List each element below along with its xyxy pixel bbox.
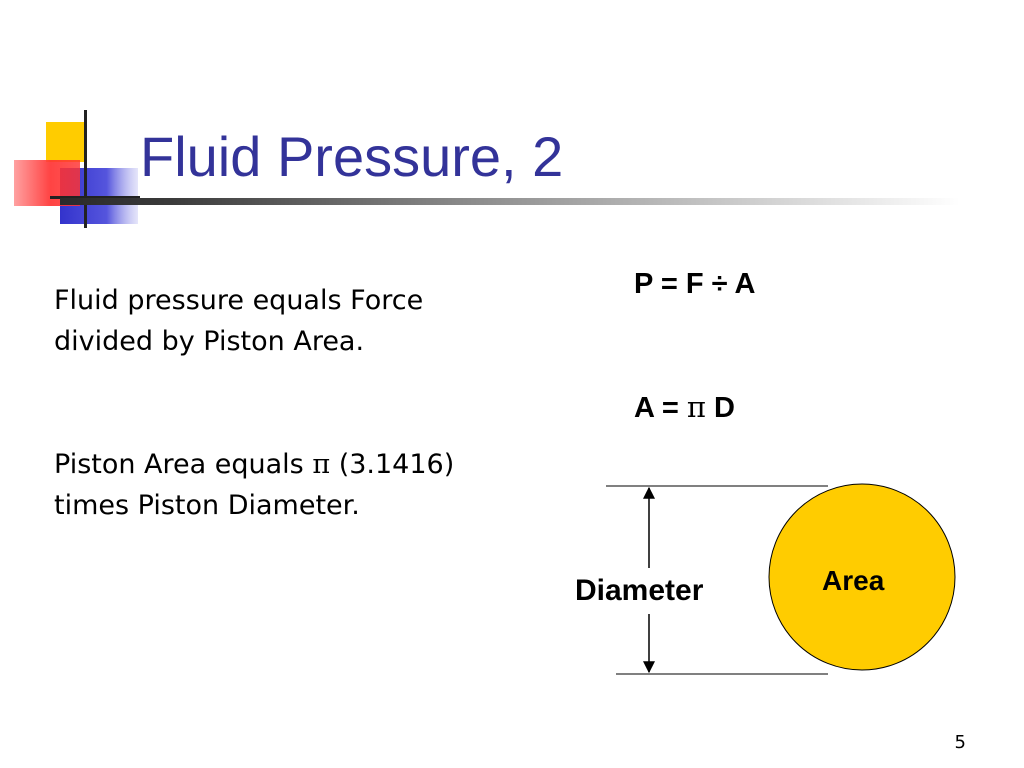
paragraph-line: times Piston Diameter. [54,490,360,521]
formula-pressure: P = F ÷ A [634,268,756,300]
pi-symbol: π [686,390,706,424]
formula-area-left: A = [634,392,679,424]
paragraph-line: divided by Piston Area. [54,326,365,357]
slide-title: Fluid Pressure, 2 [140,125,564,188]
title-underline [60,198,960,205]
formula-area-right: D [714,392,735,424]
piston-diagram [606,483,956,675]
logo-vertical-line [84,110,87,228]
diameter-label: Diameter [573,572,706,610]
page-number: 5 [954,732,966,753]
paragraph-line: (3.1416) [338,449,455,480]
area-label: Area [822,565,885,596]
paragraph-piston-area: Piston Area equals π (3.1416) times Pist… [54,444,534,526]
paragraph-line: Piston Area equals [54,449,304,480]
paragraph-fluid-pressure: Fluid pressure equals Force divided by P… [54,280,534,362]
slide-logo-decoration [14,110,140,228]
paragraph-line: Fluid pressure equals Force [54,285,424,316]
logo-yellow-square [46,122,84,162]
logo-horizontal-line [50,196,140,199]
pi-symbol: π [312,449,331,480]
area-circle [768,483,956,671]
formula-area: A = π D [634,389,735,426]
